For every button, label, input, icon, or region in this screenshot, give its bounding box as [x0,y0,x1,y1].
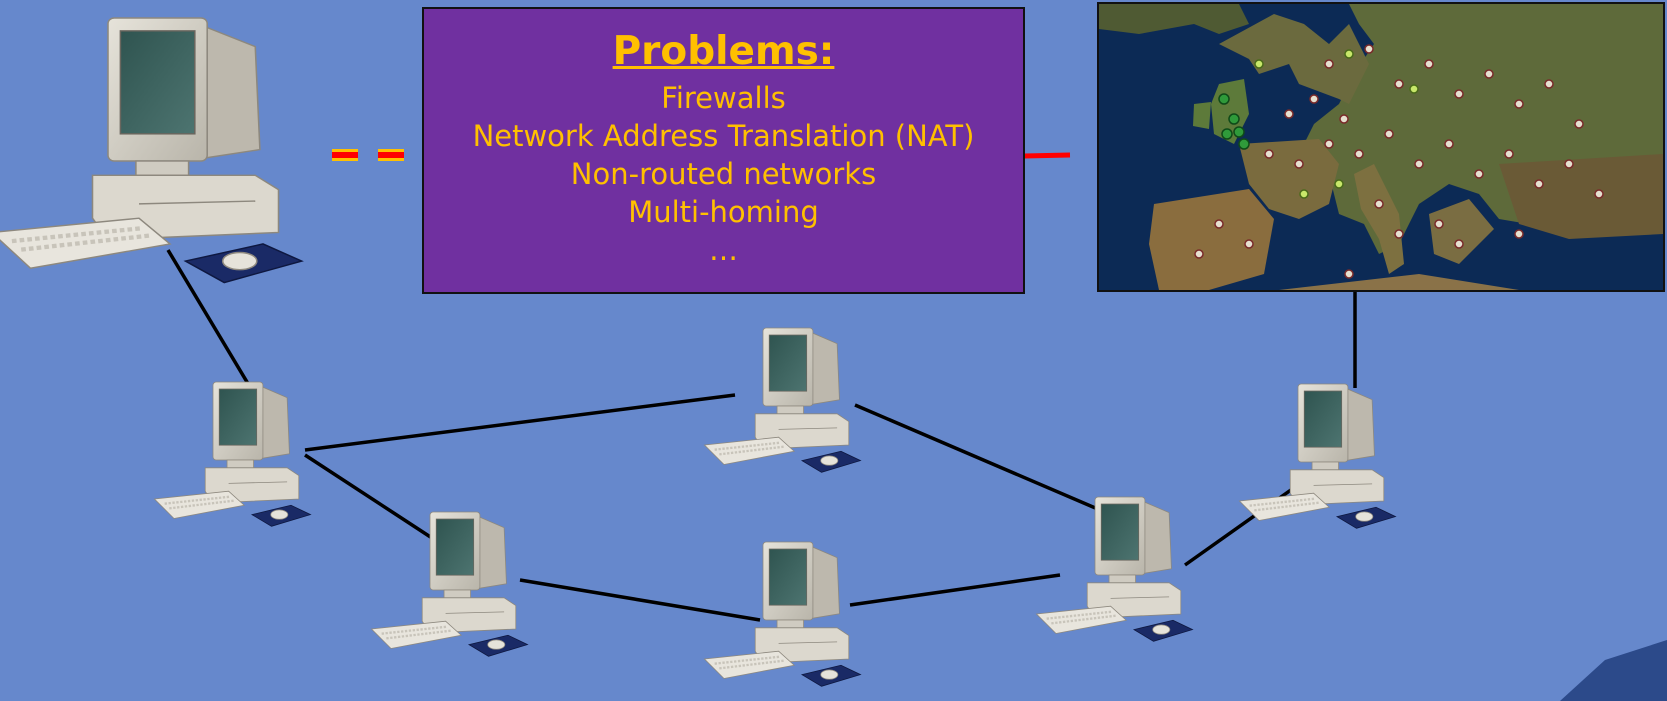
problems-box: Problems: Firewalls Network Address Tran… [422,7,1025,294]
corner-decoration [1560,640,1667,701]
main-workstation[interactable] [0,18,302,283]
node-2[interactable] [703,326,862,474]
link-main-to-node-1 [166,249,252,388]
europe-satellite-map-icon [1099,4,1663,290]
link-node-1-to-node-2 [304,393,736,452]
problem-item: Firewalls [661,81,786,115]
node-5[interactable] [1035,495,1194,643]
node-1[interactable] [153,380,312,528]
problem-item: Network Address Translation (NAT) [472,119,975,153]
node-6[interactable] [1238,382,1397,530]
problem-item: Multi-homing [628,195,819,229]
link-node-2-to-node-5 [854,403,1101,512]
problem-item: Non-routed networks [570,157,877,191]
link-node-5-to-node-6 [1183,478,1307,567]
europe-map [1097,2,1665,292]
network-links [166,249,1357,622]
link-node-3-to-node-4 [519,578,761,622]
link-node-4-to-node-5 [849,573,1061,607]
link-node-1-to-node-3 [304,453,433,540]
problems-title: Problems: [612,29,835,74]
blocked-link [332,149,1071,161]
problems-list: Firewalls Network Address Translation (N… [424,79,1023,269]
problem-item: … [709,233,738,267]
node-3[interactable] [370,510,529,658]
